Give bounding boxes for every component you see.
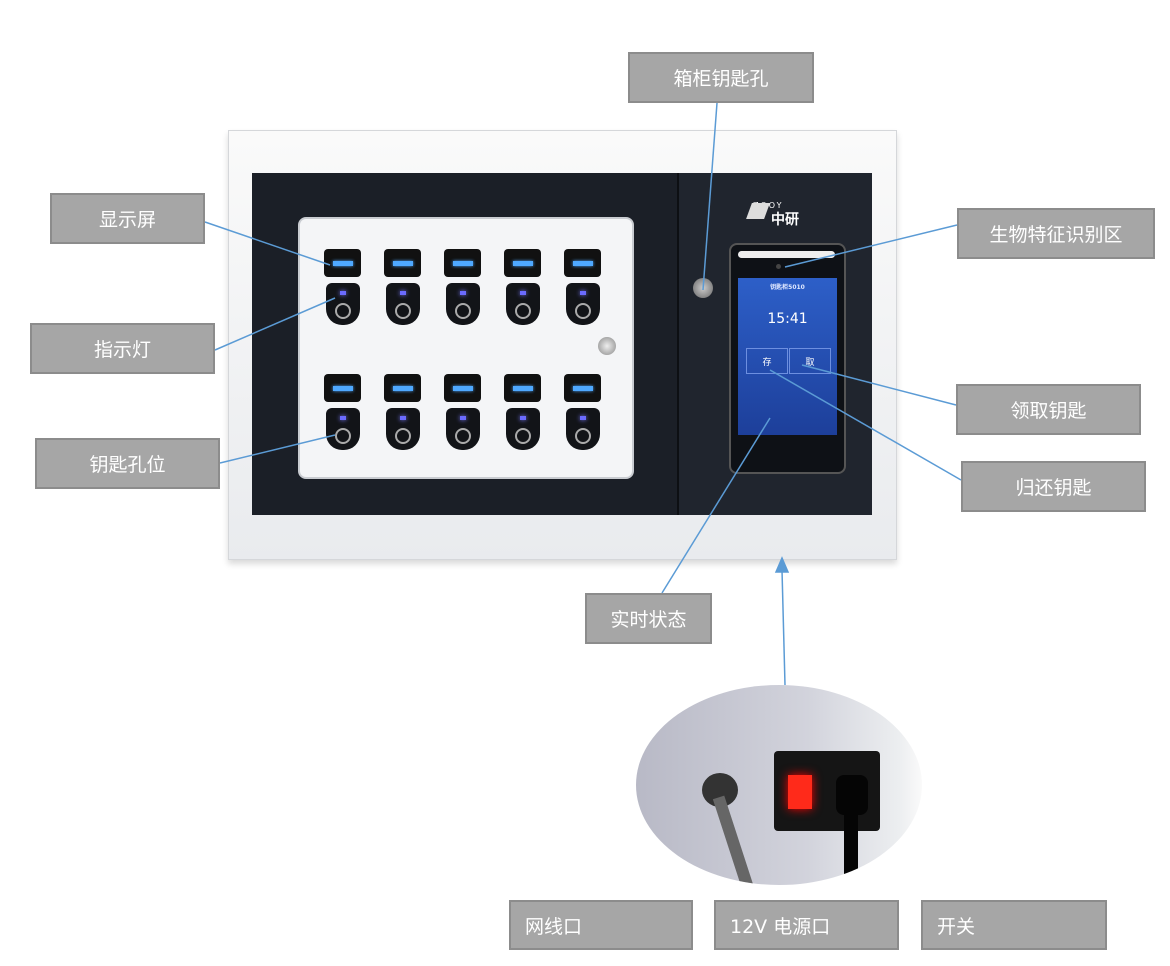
indicator-led [580,416,586,420]
indicator-led [580,291,586,295]
slot-display [324,374,361,402]
slot-display [384,249,421,277]
logo-name: 中研 [771,212,799,228]
label-return-key: 归还钥匙 [961,461,1146,512]
label-indicator: 指示灯 [30,323,215,374]
label-network-port: 网线口 [509,900,693,950]
label-display: 显示屏 [50,193,205,244]
key-slot[interactable] [386,283,420,325]
label-take-key: 领取钥匙 [956,384,1141,435]
key-ring-icon [515,428,531,444]
slot-display [564,249,601,277]
key-ring-icon [575,303,591,319]
key-ring-icon [395,428,411,444]
store-label: 存 [762,357,772,368]
key-ring-icon [395,303,411,319]
port-closeup [636,685,922,885]
window-lock-icon [598,337,616,355]
indicator-led [520,291,526,295]
slot-display [324,249,361,277]
slot-display [384,374,421,402]
power-cable [844,813,858,885]
key-slot[interactable] [566,283,600,325]
slot-display [444,249,481,277]
label-biometric: 生物特征识别区 [957,208,1155,259]
take-key-button[interactable]: 取 [789,348,831,374]
store-key-button[interactable]: 存 [746,348,788,374]
indicator-led [340,291,346,295]
key-ring-icon [335,428,351,444]
key-window [298,217,634,479]
key-slot[interactable] [506,408,540,450]
screen-time: 15:41 [767,311,808,327]
indicator-led [520,416,526,420]
power-switch-icon[interactable] [788,775,812,809]
slot-display [504,374,541,402]
key-ring-icon [515,303,531,319]
indicator-led [340,416,346,420]
label-key-slot: 钥匙孔位 [35,438,220,489]
indicator-led [400,291,406,295]
indicator-led [460,291,466,295]
key-ring-icon [455,303,471,319]
label-switch: 开关 [921,900,1107,950]
label-power-port: 12V 电源口 [714,900,899,950]
key-slot[interactable] [506,283,540,325]
indicator-led [460,416,466,420]
screen-title: 钥匙柜5010 [770,284,805,291]
slot-display [564,374,601,402]
fill-light [738,251,835,258]
label-status: 实时状态 [585,593,712,644]
slot-display [444,374,481,402]
key-ring-icon [335,303,351,319]
camera-icon [776,264,781,269]
key-slot[interactable] [386,408,420,450]
indicator-led [400,416,406,420]
biometric-tablet: 钥匙柜5010 15:41 存 取 [729,243,846,474]
key-slot[interactable] [326,408,360,450]
key-slot[interactable] [446,283,480,325]
key-ring-icon [575,428,591,444]
power-plug-icon [836,775,868,815]
key-slot[interactable] [326,283,360,325]
slot-display [504,249,541,277]
label-key-lock: 箱柜钥匙孔 [628,52,814,103]
take-label: 取 [805,357,815,368]
key-ring-icon [455,428,471,444]
key-slot[interactable] [446,408,480,450]
key-slot[interactable] [566,408,600,450]
tablet-screen: 钥匙柜5010 15:41 存 取 [738,278,837,435]
